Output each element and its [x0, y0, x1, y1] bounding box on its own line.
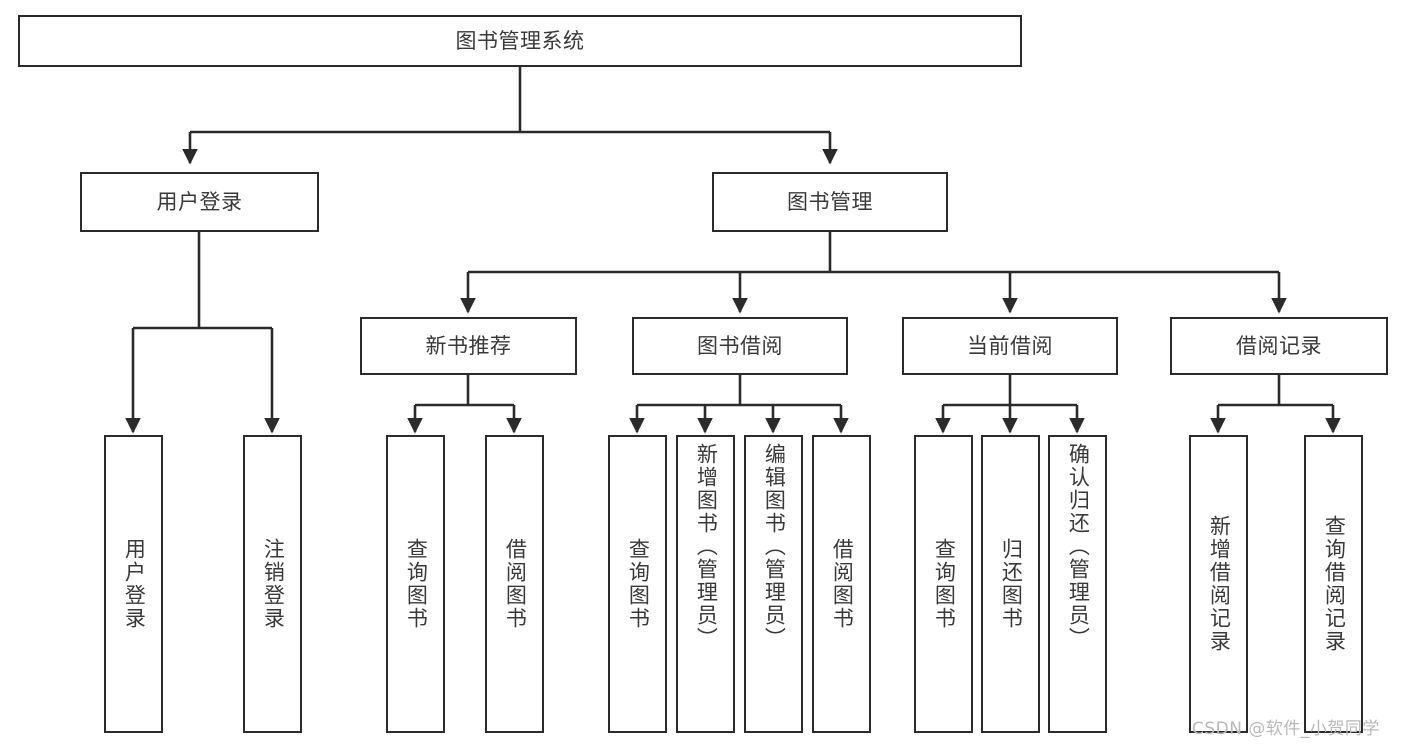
node-label: 新书推荐 [425, 333, 512, 358]
node-label: 新增图书（管理员） [694, 443, 719, 650]
node-label: 用户登录 [156, 189, 243, 214]
node-label: 查询图书 [932, 538, 957, 630]
leaf-query-borrow-record[interactable]: 查询借阅记录 [1304, 435, 1363, 733]
node-label: 查询借阅记录 [1322, 515, 1347, 653]
leaf-query-book-current[interactable]: 查询图书 [914, 435, 973, 733]
leaf-return-book[interactable]: 归还图书 [981, 435, 1040, 733]
node-label: 图书借阅 [697, 333, 783, 358]
node-new-book-recommend[interactable]: 新书推荐 [360, 317, 577, 375]
node-book-management[interactable]: 图书管理 [712, 172, 948, 232]
node-root-system[interactable]: 图书管理系统 [18, 15, 1022, 67]
node-label: 编辑图书（管理员） [762, 443, 787, 650]
node-label: 借阅图书 [503, 538, 528, 630]
node-label: 用户登录 [122, 538, 147, 630]
node-label: 查询图书 [626, 538, 651, 630]
leaf-confirm-return-admin[interactable]: 确认归还（管理员） [1048, 435, 1107, 733]
leaf-borrow-book-recommend[interactable]: 借阅图书 [485, 435, 544, 733]
node-label: 新增借阅记录 [1207, 515, 1232, 653]
node-book-borrow[interactable]: 图书借阅 [632, 317, 848, 375]
leaf-user-logout[interactable]: 注销登录 [243, 435, 302, 733]
node-label: 图书管理系统 [455, 28, 585, 53]
csdn-watermark: CSDN @软件_小贺同学 [1192, 719, 1380, 739]
node-borrow-record[interactable]: 借阅记录 [1170, 317, 1388, 375]
node-label: 确认归还（管理员） [1066, 443, 1091, 650]
leaf-add-book-admin[interactable]: 新增图书（管理员） [676, 435, 735, 733]
node-label: 当前借阅 [967, 333, 1053, 358]
leaf-user-login[interactable]: 用户登录 [104, 435, 163, 733]
node-label: 图书管理 [787, 189, 873, 214]
leaf-query-book-recommend[interactable]: 查询图书 [386, 435, 445, 733]
node-label: 归还图书 [999, 538, 1024, 630]
node-label: 借阅图书 [830, 538, 855, 630]
leaf-add-borrow-record[interactable]: 新增借阅记录 [1189, 435, 1248, 733]
leaf-borrow-book[interactable]: 借阅图书 [812, 435, 871, 733]
node-label: 借阅记录 [1236, 333, 1322, 358]
node-label: 查询图书 [404, 538, 429, 630]
node-user-login[interactable]: 用户登录 [80, 172, 319, 232]
node-label: 注销登录 [261, 538, 286, 630]
leaf-query-book-borrow[interactable]: 查询图书 [608, 435, 667, 733]
leaf-edit-book-admin[interactable]: 编辑图书（管理员） [744, 435, 803, 733]
node-current-borrow[interactable]: 当前借阅 [902, 317, 1118, 375]
